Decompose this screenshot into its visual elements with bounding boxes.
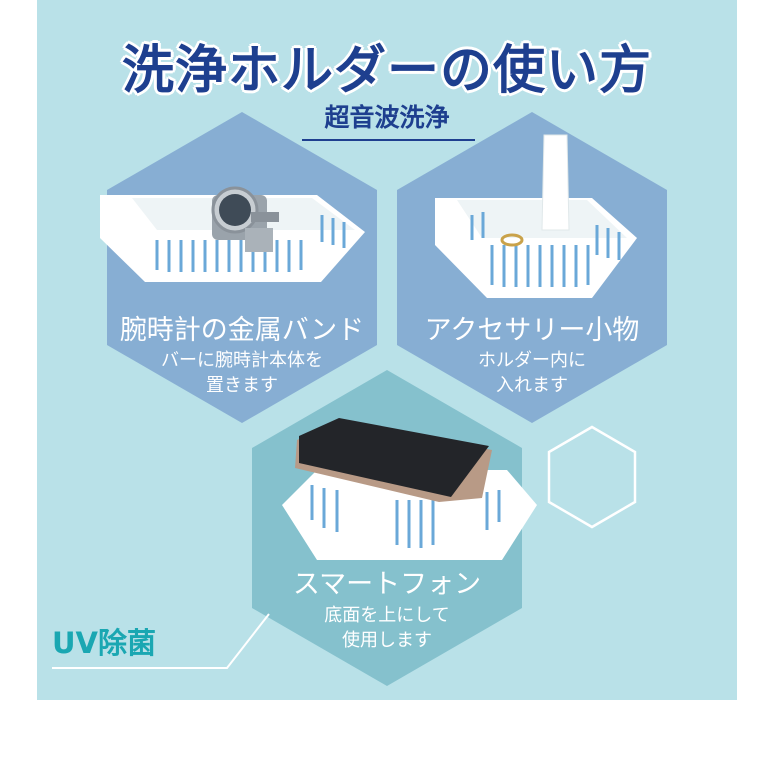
card-desc-accessory-line2: 入れます — [496, 375, 568, 396]
card-title-watch: 腕時計の金属バンド — [119, 315, 365, 346]
basket-accessory — [435, 134, 637, 298]
card-desc-accessory-line1: ホルダー内に — [478, 350, 586, 371]
card-desc-smartphone-line2: 使用します — [342, 630, 432, 651]
card-desc-watch-line1: バーに腕時計本体を — [161, 350, 323, 371]
section-title-ultrasonic: 超音波洗浄 — [324, 103, 450, 132]
basket-smartphone — [282, 418, 537, 560]
page-title: 洗浄ホルダーの使い方 — [121, 41, 652, 101]
hexagon-outline-decoration — [547, 425, 637, 529]
card-desc-watch-line2: 置きます — [206, 375, 278, 396]
card-desc-smartphone-line1: 底面を上にして — [324, 605, 450, 626]
card-title-accessory: アクセサリー小物 — [424, 315, 640, 346]
basket-watch — [100, 186, 365, 282]
panel: 洗浄ホルダーの使い方 超音波洗浄 腕時計の金属バンド バーに腕時計本体を 置きま… — [37, 0, 737, 700]
uv-connector-line — [52, 613, 270, 669]
card-title-smartphone: スマートフォン — [292, 569, 482, 600]
illustration — [52, 112, 667, 686]
uv-sterilization-label: UV除菌 — [52, 626, 156, 660]
